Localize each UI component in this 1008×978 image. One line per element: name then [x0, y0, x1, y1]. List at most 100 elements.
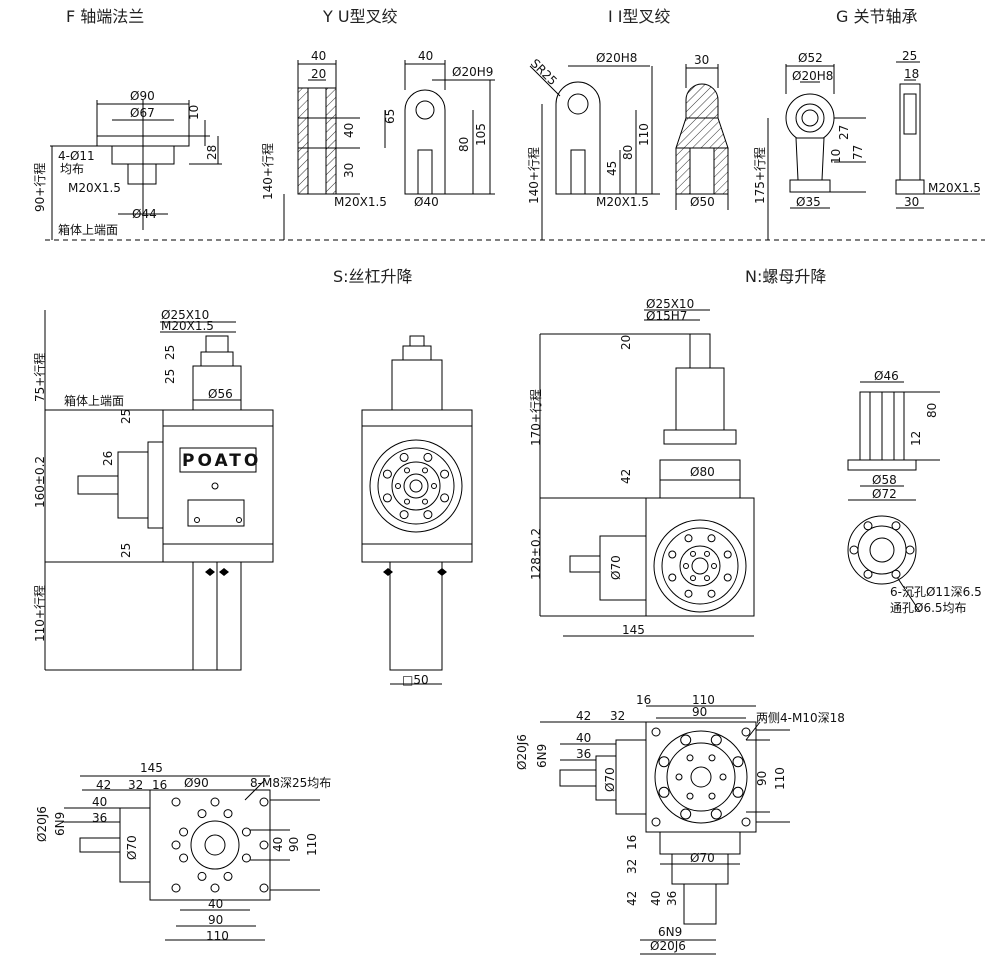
yu-v65: 65	[383, 109, 397, 124]
bl-d70: Ø70	[125, 835, 139, 860]
n-nut-top	[847, 381, 940, 613]
br-v90: 90	[692, 705, 707, 719]
bolt-hole	[684, 589, 693, 598]
br-v32: 32	[610, 709, 625, 723]
bolt-hole	[658, 786, 670, 798]
bolt-hole	[711, 563, 717, 569]
br-v40b: 40	[649, 891, 663, 906]
bolt-hole	[668, 550, 677, 559]
br-v36b: 36	[665, 891, 679, 906]
s-top-face: 箱体上端面	[64, 393, 124, 408]
bolt-hole	[241, 827, 251, 837]
br-d70: Ø70	[603, 767, 617, 792]
s-v25c: 25	[119, 409, 133, 424]
f-thread: M20X1.5	[68, 181, 121, 195]
f-d90: Ø90	[130, 89, 155, 103]
bolt-hole	[422, 467, 428, 474]
n-v145: 145	[622, 623, 645, 637]
bolt-hole	[171, 883, 181, 893]
header-yu: Y U型叉绞	[322, 7, 398, 26]
g-v27: 27	[837, 125, 851, 140]
bolt-hole	[741, 727, 751, 737]
br-k6n9b: 6N9	[658, 925, 682, 939]
ii-pin: Ø20H8	[596, 51, 637, 65]
f-d67: Ø67	[130, 106, 155, 120]
bolt-hole	[382, 493, 392, 503]
ii-sr: SR25	[528, 56, 560, 88]
ii-v110: 110	[637, 123, 651, 146]
yu-d40: Ø40	[414, 195, 439, 209]
bl-v145: 145	[140, 761, 163, 775]
bottom-left-view	[64, 775, 320, 941]
g-pin: Ø20H8	[792, 69, 833, 83]
bolt-hole	[710, 734, 722, 746]
s-v26: 26	[101, 451, 115, 466]
bolt-hole	[741, 817, 751, 827]
br-v32b: 32	[625, 859, 639, 874]
bolt-hole	[399, 510, 409, 520]
bl-d20j6: Ø20J6	[35, 806, 49, 842]
n-holes1: 6-沉孔Ø11深6.5	[890, 585, 982, 599]
s-m20: M20X1.5	[161, 319, 214, 333]
n-travel: 170+行程	[528, 389, 543, 446]
bl-v40b: 40	[271, 837, 285, 852]
bolt-hole	[708, 792, 716, 800]
n-v80: 80	[925, 403, 939, 418]
brand-logo: POATO	[182, 451, 261, 471]
br-v42b: 42	[625, 891, 639, 906]
bolt-hole	[423, 452, 433, 462]
s-sq50: □50	[402, 673, 429, 687]
yu-travel: 140+行程	[260, 143, 275, 200]
ii-v45: 45	[605, 161, 619, 176]
bolt-hole	[241, 853, 251, 863]
n-d72: Ø72	[872, 487, 897, 501]
bolt-hole	[668, 573, 677, 582]
bl-v90a: 90	[287, 837, 301, 852]
bolt-hole	[197, 871, 207, 881]
bl-v42: 42	[96, 778, 111, 792]
g-v77: 77	[851, 145, 865, 160]
br-v90r: 90	[755, 771, 769, 786]
br-v40: 40	[576, 731, 591, 745]
bolt-hole	[382, 469, 392, 479]
bolt-hole	[171, 797, 181, 807]
g-w30: 30	[904, 195, 919, 209]
bolt-hole	[440, 493, 450, 503]
s-d56: Ø56	[208, 387, 233, 401]
s-travel110: 110+行程	[32, 585, 47, 642]
s-v25b: 25	[163, 369, 177, 384]
yu-w40: 40	[311, 49, 326, 63]
g-d52: Ø52	[798, 51, 823, 65]
br-threads: 两侧4-M10深18	[756, 711, 845, 725]
br-d20j6b: Ø20J6	[650, 939, 686, 953]
bolt-hole	[171, 840, 181, 850]
bolt-hole	[690, 550, 696, 557]
bolt-hole	[422, 498, 428, 505]
bolt-hole	[732, 756, 744, 768]
bolt-hole	[658, 756, 670, 768]
g-v10: 10	[829, 149, 843, 164]
bolt-hole	[723, 573, 732, 582]
bolt-holes	[171, 452, 915, 893]
f-d44: Ø44	[132, 207, 157, 221]
s-screw-front	[44, 310, 274, 671]
g-thread: M20X1.5	[928, 181, 981, 195]
n-d58: Ø58	[872, 473, 897, 487]
bolt-hole	[686, 754, 694, 762]
f-flange-drawing	[50, 100, 222, 240]
bolt-hole	[863, 521, 873, 531]
bolt-hole	[423, 510, 433, 520]
bolt-hole	[259, 840, 269, 850]
bolt-hole	[719, 773, 727, 781]
bl-v16: 16	[152, 778, 167, 792]
bl-v40c: 40	[208, 897, 223, 911]
bolt-hole	[675, 773, 683, 781]
bolt-hole	[849, 545, 859, 555]
s-v25d: 25	[119, 543, 133, 558]
n-holes2: 通孔Ø6.5均布	[890, 601, 967, 615]
bolt-hole	[259, 797, 269, 807]
ii-w30: 30	[694, 53, 709, 67]
g-travel: 175+行程	[752, 147, 767, 204]
f-v28: 28	[205, 145, 219, 160]
